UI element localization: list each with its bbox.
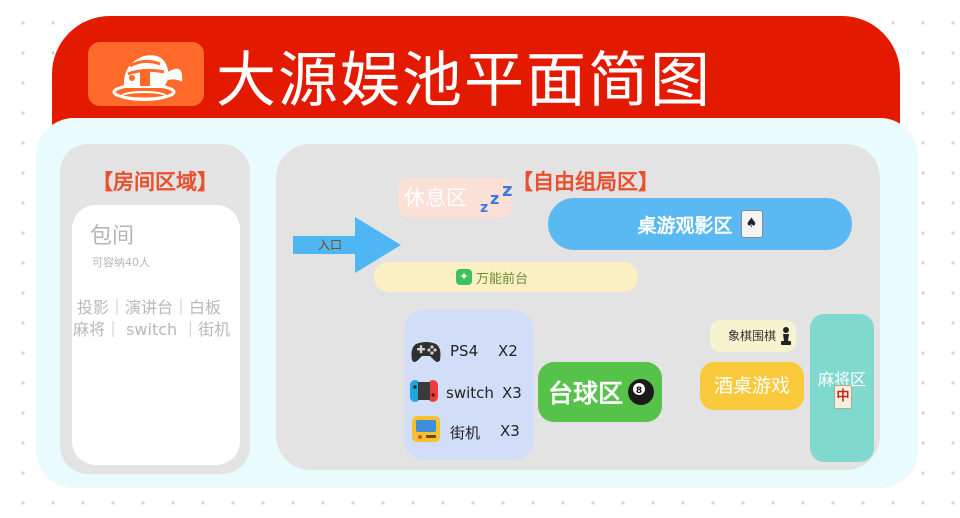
drinking-games-label: 酒桌游戏 xyxy=(713,375,790,397)
room-amenities-line1: 投影｜演讲台｜白板 xyxy=(77,298,222,317)
switch-label: switch xyxy=(446,384,494,402)
arcade-label: 街机 xyxy=(450,424,481,442)
gamepad-icon xyxy=(411,342,441,362)
billiards-label: 台球区 xyxy=(548,379,624,408)
service-desk xyxy=(374,262,638,292)
room-area-title: 【房间区域】 xyxy=(92,170,218,194)
private-room-card xyxy=(72,205,240,465)
shrimp-bowl-logo-icon xyxy=(112,55,183,101)
svg-text:z: z xyxy=(480,200,488,216)
arcade-icon xyxy=(412,416,440,442)
svg-text:z: z xyxy=(502,182,512,201)
8-ball-icon: 8 xyxy=(628,379,655,405)
mahjong-zone-label: 麻将区 xyxy=(817,370,866,389)
svg-text:z: z xyxy=(490,189,499,208)
arcade-count: X3 xyxy=(500,422,520,440)
playing-card-icon: ♠ xyxy=(740,210,763,238)
zzz-icon: z z z xyxy=(480,182,512,216)
rest-zone-label: 休息区 xyxy=(404,186,467,210)
free-play-area-title: 【自由组局区】 xyxy=(512,170,659,194)
entrance-label: 入口 xyxy=(318,238,343,252)
mahjong-tile-icon: 中 xyxy=(834,385,852,409)
rest-zone: 休息区 xyxy=(398,178,512,218)
chess-zone-label: 象棋围棋 xyxy=(728,329,777,343)
ps4-label: PS4 xyxy=(450,342,479,360)
entrance-arrow-icon xyxy=(293,217,401,273)
drinking-games-zone: 酒桌游戏 xyxy=(700,362,804,410)
board-game-zone-label: 桌游观影区 xyxy=(637,214,733,237)
sparkle-icon: ✦ xyxy=(456,269,472,285)
switch-count: X3 xyxy=(502,384,522,402)
svg-text:8: 8 xyxy=(636,386,642,396)
board-game-zone: 桌游观影区 ♠ xyxy=(548,198,852,250)
logo xyxy=(88,42,204,106)
switch-console-icon xyxy=(410,380,438,402)
room-amenities-line2: 麻将｜ switch ｜街机 xyxy=(73,320,231,339)
billiards-zone: 台球区 8 xyxy=(538,362,662,422)
private-room-name: 包间 xyxy=(90,224,135,249)
chess-zone: 象棋围棋 xyxy=(710,320,796,352)
service-desk-label: 万能前台 xyxy=(476,272,529,287)
chess-pawn-icon xyxy=(781,327,791,345)
page-title: 大源娱池平面简图 xyxy=(216,46,712,116)
room-capacity: 可容纳40人 xyxy=(92,256,150,269)
ps4-count: X2 xyxy=(498,342,518,360)
